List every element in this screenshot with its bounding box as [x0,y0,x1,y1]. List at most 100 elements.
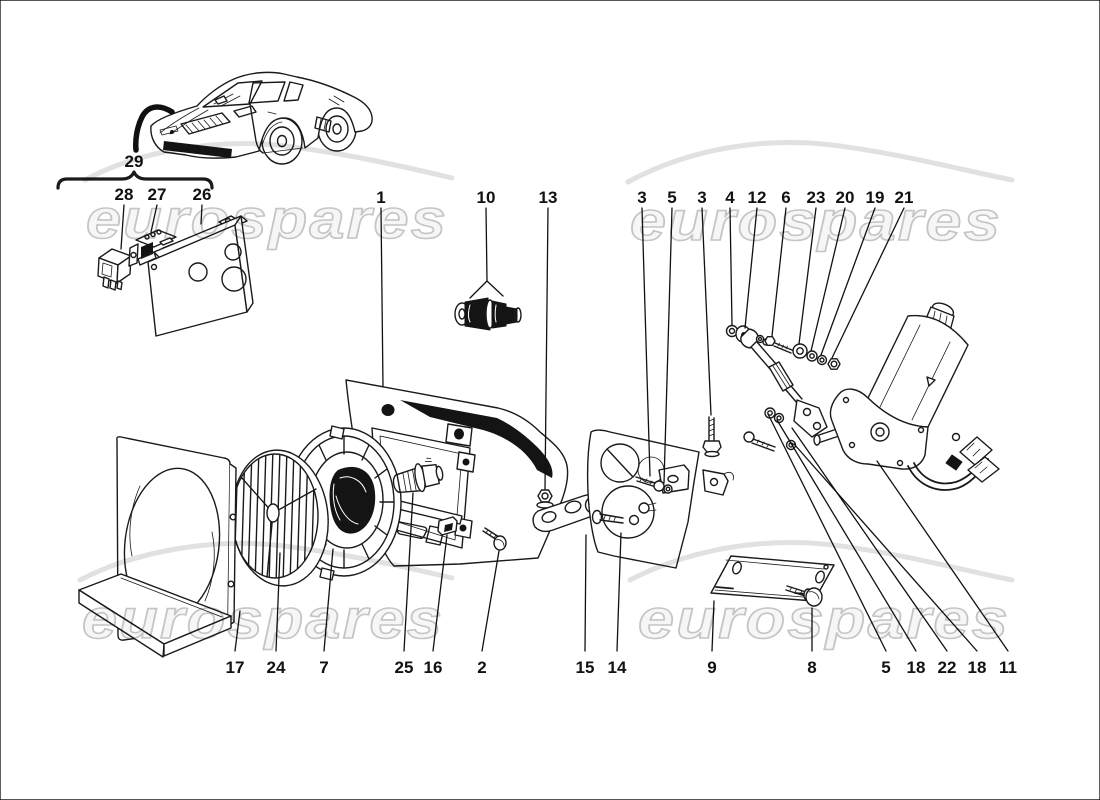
watermark-text-0: eurospares [86,187,448,250]
part-label-11[interactable]: 11 [999,658,1017,677]
bracket-slot [141,242,153,259]
leader-line-16 [432,534,448,652]
leader-line-20 [810,207,846,352]
leader-line-5-a [663,207,673,484]
watermark-text-3: eurospares [638,587,1010,650]
bolt-8 [785,585,823,607]
watermark-text-2: eurospares [82,587,444,650]
mirror [214,95,228,105]
part-label-20[interactable]: 20 [836,188,855,207]
nut-21 [827,358,841,370]
part-label-26[interactable]: 26 [193,185,212,204]
frame-shadow [400,400,553,478]
part-label-3-a[interactable]: 3 [637,188,646,207]
washer-20 [806,350,818,362]
leader-line-25 [403,492,414,652]
clevis [793,399,828,438]
leader-line-28 [120,204,125,250]
relay-pins [102,276,123,291]
part-label-7[interactable]: 7 [319,658,328,677]
part-label-21[interactable]: 21 [895,188,914,207]
clip-16 [437,516,458,536]
leader-line-12 [744,207,758,329]
frame-1 [345,379,569,567]
part-label-6[interactable]: 6 [781,188,790,207]
rod [750,341,777,370]
cover-17 [78,436,237,658]
bulb-25 [392,457,444,494]
bolt-22 [743,431,776,452]
part-label-16[interactable]: 16 [424,658,443,677]
watermark-text-1: eurospares [630,189,1002,252]
side-bracket [702,469,734,496]
quarter-window [283,81,304,102]
brace-29 [56,170,214,190]
adjuster-6 [764,336,793,354]
adjuster-boss [601,485,655,539]
part-label-17[interactable]: 17 [226,658,245,677]
slash-mark [606,448,634,478]
part-label-5-a[interactable]: 5 [667,188,676,207]
part-label-27[interactable]: 27 [148,185,167,204]
leader-line-18-a [776,419,917,652]
bowl-tab [329,425,345,440]
part-label-24[interactable]: 24 [267,658,286,677]
part-label-13[interactable]: 13 [539,188,558,207]
part-label-28[interactable]: 28 [115,185,134,204]
windshield [202,80,263,108]
washer-5b [764,407,776,419]
door-handle [267,111,277,115]
leader-line-19 [820,207,876,356]
screw-3 [635,476,673,494]
leader-fork-10 [469,280,504,299]
part-label-22[interactable]: 22 [938,658,957,677]
part-label-18-b[interactable]: 18 [968,658,987,677]
part-label-14[interactable]: 14 [608,658,627,677]
leader-line-5-b [767,413,887,652]
front-bumper [163,141,232,158]
mounting-plate-9 [710,555,835,602]
hood-vent [233,105,257,118]
part-label-23[interactable]: 23 [807,188,826,207]
connectors [945,432,1000,483]
part-label-8[interactable]: 8 [807,658,816,677]
leader-line-3-b [701,207,712,416]
leader-line-9 [711,600,715,652]
badge [170,130,174,134]
support-plate [586,416,734,569]
swoosh-bottom-left [77,540,455,583]
frame-hole [381,404,395,416]
part-label-1[interactable]: 1 [376,188,385,207]
part-label-4[interactable]: 4 [725,188,735,207]
headlight-cover [159,125,179,136]
part-label-10[interactable]: 10 [477,188,496,207]
buffer-10 [454,280,522,331]
leader-line-4 [729,207,733,326]
part-label-5-b[interactable]: 5 [881,658,890,677]
part-label-19[interactable]: 19 [866,188,885,207]
washer-5 [663,484,673,494]
part-label-12[interactable]: 12 [748,188,767,207]
ecu-top [153,215,248,259]
washer-23 [792,343,808,359]
part-label-18-a[interactable]: 18 [907,658,926,677]
watermark-layer: eurospares eurospares eurospares eurospares [77,140,1015,651]
stud-3 [702,416,722,458]
bracket-27 [128,229,177,267]
part-label-2[interactable]: 2 [477,658,486,677]
washer-18a [773,412,785,424]
part-label-15[interactable]: 15 [576,658,595,677]
arrow-29 [133,104,175,153]
leader-line-13 [544,207,549,490]
frame-hole [454,428,464,440]
part-label-25[interactable]: 25 [395,658,414,677]
side-window [248,81,286,104]
leader-line-23 [798,207,817,345]
part-label-3-b[interactable]: 3 [697,188,706,207]
part-label-9[interactable]: 9 [707,658,716,677]
leader-line-17 [234,610,241,652]
leader-line-26 [200,204,203,225]
ecu-side [234,215,254,313]
